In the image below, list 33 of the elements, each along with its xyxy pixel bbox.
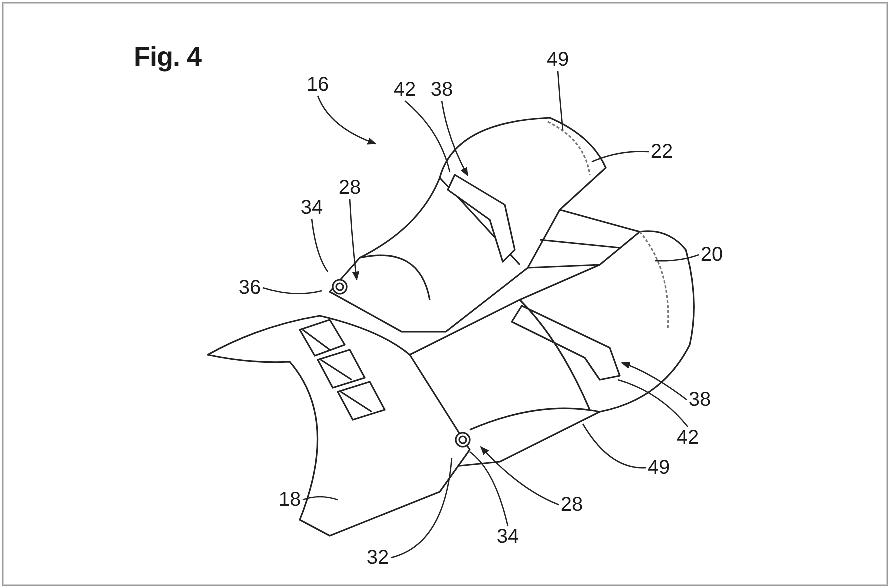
leader-line (470, 452, 509, 526)
reference-numeral: 18 (277, 489, 303, 511)
reference-numeral: 42 (675, 427, 701, 449)
leader-line (390, 458, 453, 559)
leader-line (592, 151, 650, 163)
reference-numeral: 28 (337, 177, 363, 199)
reference-numeral: 22 (649, 141, 675, 163)
reference-numeral: 38 (429, 79, 455, 101)
leader-line (311, 218, 329, 272)
leader-line (349, 198, 360, 281)
leader-line (441, 100, 469, 177)
reference-numeral: 32 (365, 547, 391, 569)
reference-numeral: 36 (237, 277, 263, 299)
reference-numeral: 28 (559, 494, 585, 516)
leader-line (317, 96, 377, 145)
reference-numeral: 42 (392, 79, 418, 101)
leader-line (582, 424, 646, 469)
reference-numeral: 34 (299, 197, 325, 219)
leader-line (654, 254, 700, 262)
reference-numeral: 34 (495, 526, 521, 548)
reference-numeral: 49 (545, 49, 571, 71)
reference-numeral: 16 (305, 74, 331, 96)
leader-line (404, 100, 451, 172)
leader-line (621, 362, 688, 401)
leader-line (262, 287, 322, 295)
leader-line (480, 446, 560, 506)
reference-numeral: 20 (699, 244, 725, 266)
figure-title: Fig. 4 (134, 42, 202, 73)
reference-numeral: 49 (646, 457, 672, 479)
leader-line (618, 379, 688, 428)
leader-line (557, 70, 564, 130)
reference-numeral: 38 (687, 389, 713, 411)
leader-line (302, 496, 338, 501)
